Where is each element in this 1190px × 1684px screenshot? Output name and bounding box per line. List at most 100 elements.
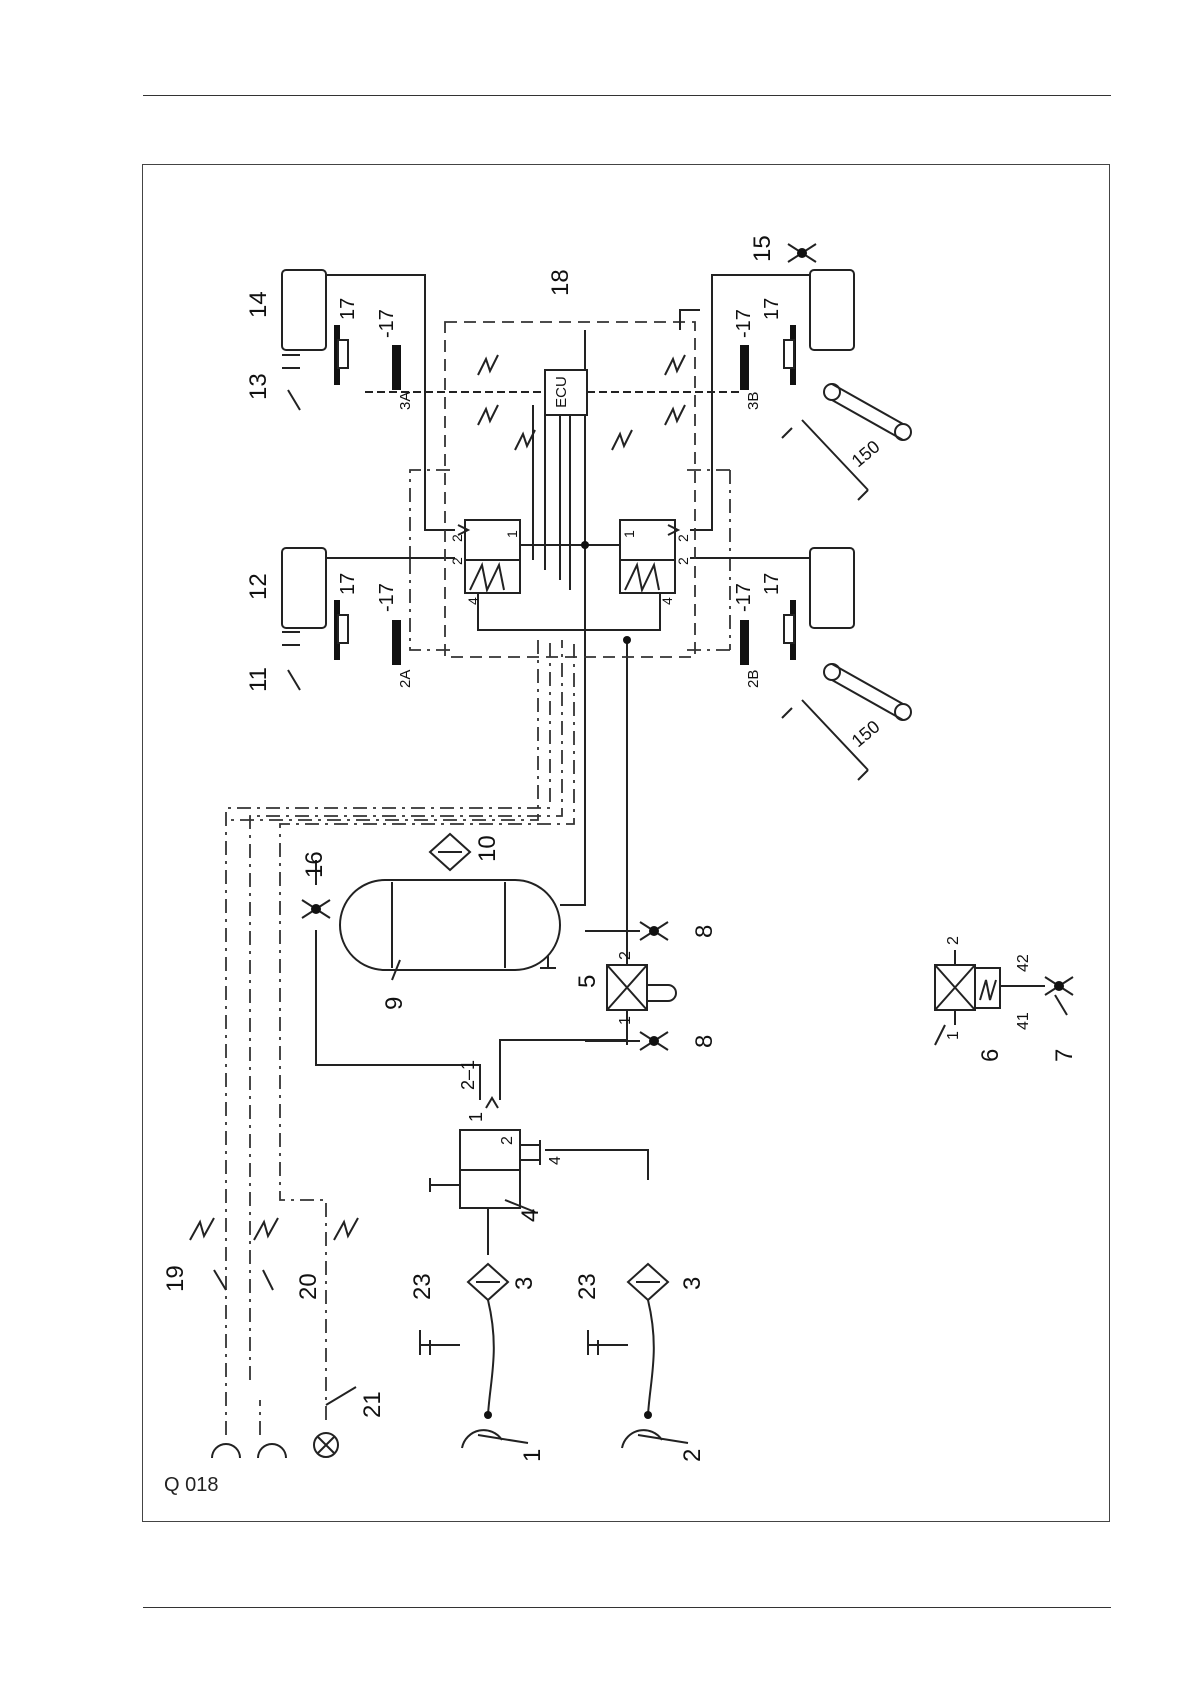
- label-17-14: 17: [337, 298, 359, 320]
- line-filter-3b: [628, 1264, 668, 1300]
- brake-chamber-3b: [810, 270, 854, 350]
- connector-20: [258, 1444, 286, 1458]
- signal-21: [334, 1218, 358, 1240]
- port-b-1: 1: [621, 530, 637, 538]
- port-5-1: 1: [617, 1016, 634, 1025]
- hub-3a: [338, 340, 348, 368]
- label-1: 1: [519, 1449, 546, 1462]
- label-15: 15: [749, 235, 776, 262]
- signal-20: [254, 1218, 278, 1240]
- brake-chamber-14: [282, 270, 326, 368]
- label-18: 18: [547, 269, 574, 296]
- port-a-2-bot: 2: [449, 557, 465, 565]
- symbol-23: [420, 1330, 628, 1355]
- label-3b: 3B: [745, 392, 762, 410]
- label-13: 13: [245, 373, 272, 400]
- wire-12-lower: [410, 560, 455, 650]
- valve-5: [607, 965, 676, 1010]
- label-17-3b-r: 17: [761, 298, 783, 320]
- port-4-4: 4: [547, 1156, 564, 1165]
- label-2b: 2B: [745, 670, 762, 688]
- label-23a: 23: [409, 1273, 436, 1300]
- port-b-2-bot: 2: [675, 557, 691, 565]
- port-b-4: 4: [659, 597, 675, 605]
- air-tank-9: [340, 880, 560, 970]
- wire-12-upper: [410, 470, 455, 560]
- cable-20: [250, 640, 562, 1435]
- cable-21: [280, 640, 574, 1420]
- port-a-4: 4: [465, 597, 481, 605]
- label-17-3b: -17: [733, 309, 755, 338]
- label-11: 11: [245, 667, 272, 692]
- sensor-2b: [740, 620, 749, 665]
- warning-lamp-21: [314, 1433, 338, 1457]
- label-8a: 8: [691, 925, 718, 938]
- ecu-harness: [533, 405, 570, 590]
- label-10: 10: [474, 835, 501, 862]
- cable-19: [226, 640, 550, 1435]
- signal-3a: [478, 355, 498, 375]
- coupling-2: [622, 1430, 662, 1448]
- sensor-3b: [740, 345, 749, 390]
- label-5: 5: [574, 975, 601, 988]
- label-6: 6: [977, 1049, 1004, 1062]
- dimension-150-upper: 150: [848, 436, 884, 471]
- port-5-2: 2: [617, 951, 634, 960]
- label-2a: 2A: [397, 670, 414, 688]
- checkpoint-8b: [640, 1032, 668, 1050]
- brake-chamber-2b: [810, 548, 854, 628]
- signal-19: [190, 1218, 214, 1240]
- signal-marks: [190, 355, 685, 1240]
- label-8b: 8: [691, 1035, 718, 1048]
- line-control-b: [627, 590, 660, 630]
- rotated-labels: 19 20 21 1 2 3 3 23 23 4 5 6 7 8 8 9 10 …: [162, 235, 1078, 1462]
- label-16: 16: [301, 851, 328, 878]
- port-4-1: 1: [466, 1112, 486, 1122]
- label-23b: 23: [574, 1273, 601, 1300]
- label-3b: 3: [679, 1277, 706, 1290]
- label-3a: 3A: [397, 392, 414, 410]
- signal-3b2: [665, 405, 685, 425]
- label-14: 14: [245, 291, 272, 318]
- label-3a: 3: [511, 1277, 538, 1290]
- label-17-2a: -17: [376, 583, 398, 612]
- label-9: 9: [381, 997, 408, 1010]
- sensor-2a: [392, 620, 401, 665]
- checkpoint-16: [302, 900, 330, 918]
- air-filter-10: [430, 834, 470, 870]
- port-6-2: 2: [945, 936, 962, 945]
- signal-3a2: [478, 405, 498, 425]
- label-4: 4: [517, 1209, 544, 1222]
- line-valve-to-5: [500, 1040, 627, 1100]
- hub-2a: [338, 615, 348, 643]
- label-2: 2: [679, 1449, 706, 1462]
- checkpoint-7: [1045, 977, 1073, 995]
- label-17-3a: -17: [376, 309, 398, 338]
- coupling-1: [462, 1430, 502, 1448]
- line-tank-to-modulators: [560, 330, 585, 905]
- label-12: 12: [245, 573, 272, 600]
- port-6-41: 41: [1015, 1012, 1032, 1030]
- ecu-label: ECU: [553, 376, 570, 408]
- checkpoint-8a: [640, 922, 668, 940]
- cable-bundle-outer: [226, 640, 538, 820]
- label-17-2b: -17: [733, 583, 755, 612]
- axle-lever-upper: [782, 384, 911, 500]
- axle-lever-lower: [782, 664, 911, 780]
- connectors: [212, 1433, 338, 1458]
- port-b-2-top: 2: [675, 534, 691, 542]
- port-a-2-top: 2: [449, 534, 465, 542]
- port-a-1: 1: [504, 530, 520, 538]
- port-6-1: 1: [945, 1031, 962, 1040]
- dimension-150-lower: 150: [848, 716, 884, 751]
- port-6-42: 42: [1015, 954, 1032, 972]
- hub-2b: [784, 615, 794, 643]
- checkpoint-15: [788, 244, 816, 262]
- connector-19: [212, 1444, 240, 1458]
- label-19: 19: [162, 1265, 189, 1292]
- wire-14-links: [685, 470, 730, 650]
- port-4-21: 2–1: [458, 1060, 478, 1090]
- signal-3b: [665, 355, 685, 375]
- label-21: 21: [359, 1391, 386, 1418]
